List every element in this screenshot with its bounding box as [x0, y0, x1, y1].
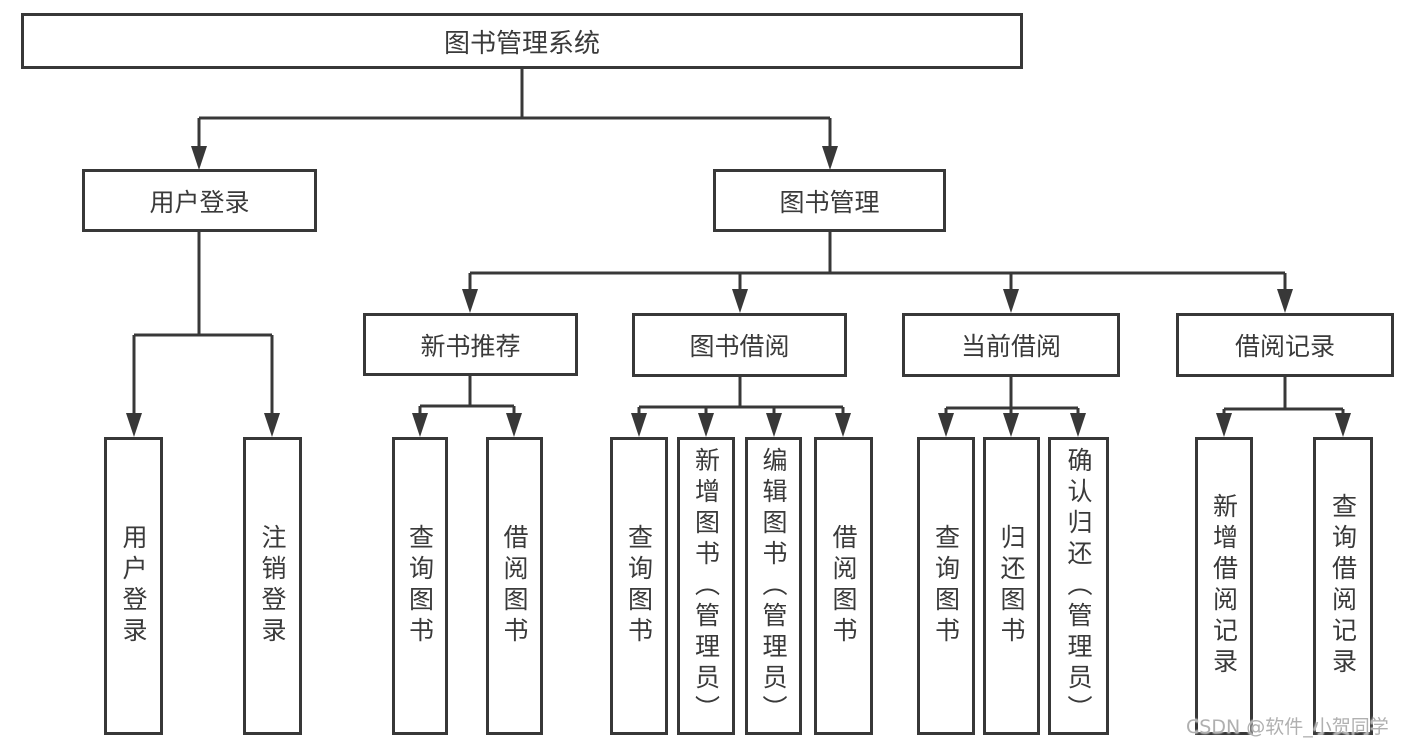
node-book-management: 图书管理	[713, 169, 946, 232]
node-user-login: 用户登录	[82, 169, 317, 232]
leaf-borrow-add-books-admin: 新增图书（管理员）	[677, 437, 735, 735]
leaf-borrow-borrow-books: 借阅图书	[814, 437, 873, 735]
tree-edges	[132, 69, 1345, 432]
leaf-current-confirm-return-admin: 确认归还（管理员）	[1048, 437, 1109, 735]
leaf-borrow-borrow-books-label: 借阅图书	[829, 524, 858, 648]
leaf-recommend-borrow-books-label: 借阅图书	[500, 524, 529, 648]
node-borrow-records: 借阅记录	[1176, 313, 1394, 377]
node-new-book-recommend: 新书推荐	[363, 313, 578, 376]
leaf-borrow-query-books-label: 查询图书	[624, 524, 654, 648]
leaf-borrow-add-books-admin-label: 新增图书（管理员）	[691, 446, 721, 726]
leaf-current-return-books: 归还图书	[983, 437, 1040, 735]
leaf-current-query-books-label: 查询图书	[931, 524, 961, 648]
leaf-borrow-edit-books-admin: 编辑图书（管理员）	[745, 437, 802, 735]
leaf-recommend-borrow-books: 借阅图书	[486, 437, 543, 735]
leaf-recommend-query-books-label: 查询图书	[405, 524, 435, 648]
node-current-borrow: 当前借阅	[902, 313, 1120, 377]
leaf-current-query-books: 查询图书	[917, 437, 975, 735]
arrowhead-icons	[126, 146, 1351, 437]
leaf-user-login: 用户登录	[104, 437, 163, 735]
leaf-borrow-query-books: 查询图书	[610, 437, 668, 735]
node-book-borrow: 图书借阅	[632, 313, 847, 377]
csdn-watermark: CSDN @软件_小贺同学	[1186, 716, 1389, 738]
leaf-borrow-edit-books-admin-label: 编辑图书（管理员）	[759, 446, 788, 726]
leaf-records-add-record-label: 新增借阅记录	[1209, 493, 1239, 679]
leaf-records-add-record: 新增借阅记录	[1195, 437, 1253, 735]
leaf-user-login-label: 用户登录	[119, 524, 148, 648]
leaf-recommend-query-books: 查询图书	[392, 437, 448, 735]
leaf-current-confirm-return-admin-label: 确认归还（管理员）	[1064, 446, 1093, 726]
leaf-records-query-record: 查询借阅记录	[1313, 437, 1373, 735]
leaf-current-return-books-label: 归还图书	[997, 524, 1026, 648]
leaf-logout-label: 注销登录	[258, 524, 287, 648]
leaf-records-query-record-label: 查询借阅记录	[1328, 493, 1358, 679]
node-library-management-system: 图书管理系统	[21, 13, 1023, 69]
leaf-logout: 注销登录	[243, 437, 302, 735]
